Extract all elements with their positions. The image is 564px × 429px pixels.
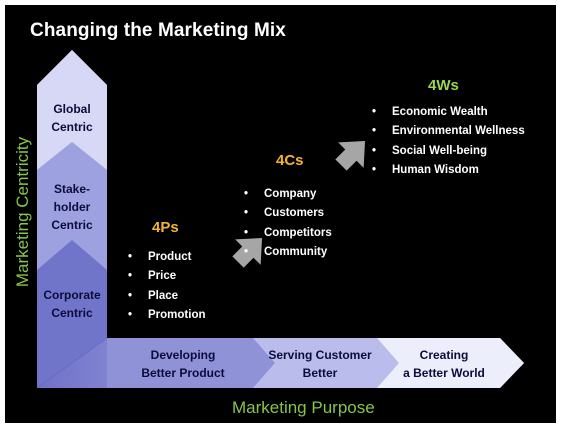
stage-heading-4ws: 4Ws [428, 77, 459, 94]
label-global-centric: Global Centric [51, 102, 93, 134]
label-developing-better-product: Developing Better Product [141, 348, 225, 380]
stage-heading-4ps: 4Ps [152, 219, 179, 236]
centricity-chevron-stakeholder [37, 142, 107, 270]
stage-heading-4cs: 4Cs [276, 152, 304, 169]
stage-list-4ws: Economic Wealth Environmental Wellness S… [369, 103, 525, 181]
list-item: Price [125, 267, 206, 287]
slide-title: Changing the Marketing Mix [30, 20, 286, 41]
label-creating-better-world: Creating a Better World [403, 348, 485, 380]
list-item: Promotion [125, 306, 206, 326]
list-item: Social Well-being [369, 142, 525, 162]
list-item: Customers [241, 204, 332, 224]
stage-list-4cs: Company Customers Competitors Community [241, 185, 332, 263]
label-stakeholder-centric: Stake- holder Centric [51, 182, 93, 232]
list-item: Human Wisdom [369, 161, 525, 181]
purpose-segment-world [377, 338, 524, 388]
purpose-segment-customer [253, 338, 399, 388]
list-item: Community [241, 243, 332, 263]
label-corporate-centric: Corporate Centric [43, 288, 101, 320]
label-serving-customer-better: Serving Customer Better [268, 348, 372, 380]
x-axis-label: Marketing Purpose [232, 398, 375, 417]
step-arrow-4cs-to-4ws [335, 140, 366, 171]
list-item: Environmental Wellness [369, 122, 525, 142]
list-item: Place [125, 287, 206, 307]
list-item: Company [241, 185, 332, 205]
list-item: Economic Wealth [369, 103, 525, 123]
y-axis-label: Marketing Centricity [13, 136, 32, 288]
stage-list-4ps: Product Price Place Promotion [125, 248, 206, 326]
list-item: Product [125, 248, 206, 268]
list-item: Competitors [241, 224, 332, 244]
purpose-segment-product [107, 338, 275, 388]
centricity-chevron-global [37, 50, 107, 170]
